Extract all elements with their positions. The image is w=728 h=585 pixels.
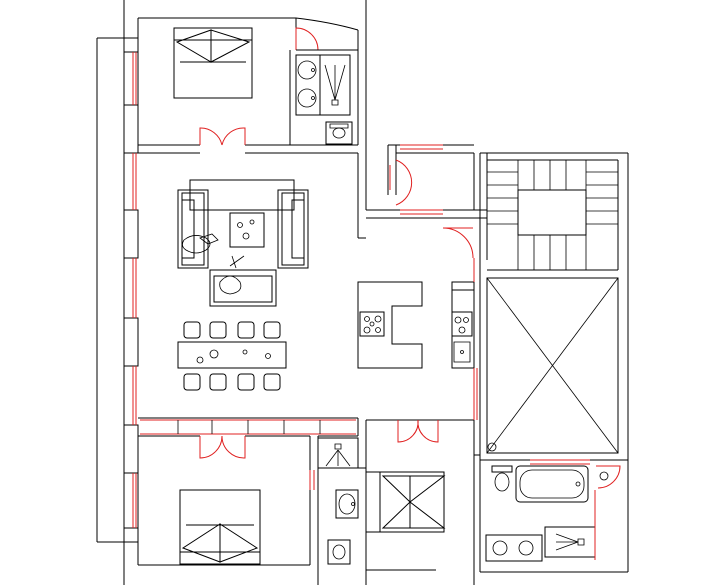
lift-shaft xyxy=(487,278,618,453)
lounge-chair xyxy=(210,256,276,306)
bathroom-top xyxy=(296,50,358,144)
sink-icon xyxy=(454,342,470,362)
armchair xyxy=(182,234,218,253)
kitchen xyxy=(358,282,474,368)
utility-room xyxy=(388,145,474,214)
double-bed xyxy=(180,490,260,564)
window-icon xyxy=(310,470,314,490)
bathroom-bottom-right xyxy=(474,455,628,585)
double-bed xyxy=(174,28,252,98)
door-swing-icon xyxy=(200,420,438,458)
stair-core xyxy=(480,153,628,460)
interior-walls xyxy=(358,0,487,238)
door-swing-icon xyxy=(596,466,620,488)
bathroom-bottom-left xyxy=(318,436,366,585)
stove-icon xyxy=(360,312,472,336)
stairs xyxy=(487,160,618,270)
dining-table xyxy=(178,342,286,368)
bathtub-icon xyxy=(516,466,588,502)
coffee-table xyxy=(230,213,264,247)
double-sink xyxy=(486,535,542,561)
chairs-8 xyxy=(184,322,280,390)
west-balcony xyxy=(97,0,124,585)
bedroom-top xyxy=(138,18,358,153)
toilet-icon xyxy=(492,466,512,491)
storage-cabinets xyxy=(140,420,356,434)
window-icon xyxy=(474,258,477,420)
shower-icon xyxy=(545,527,595,557)
west-wall xyxy=(124,38,138,542)
bedroom-bottom-left xyxy=(138,436,310,565)
door-swing-icon xyxy=(200,28,318,145)
toilet-icon xyxy=(330,124,348,128)
door-swing-icon xyxy=(443,228,473,258)
window-icon xyxy=(133,52,136,528)
window-icon xyxy=(530,460,590,464)
living-room xyxy=(178,180,308,268)
interior-walls xyxy=(138,278,480,585)
bedroom-bottom-right xyxy=(366,472,444,532)
